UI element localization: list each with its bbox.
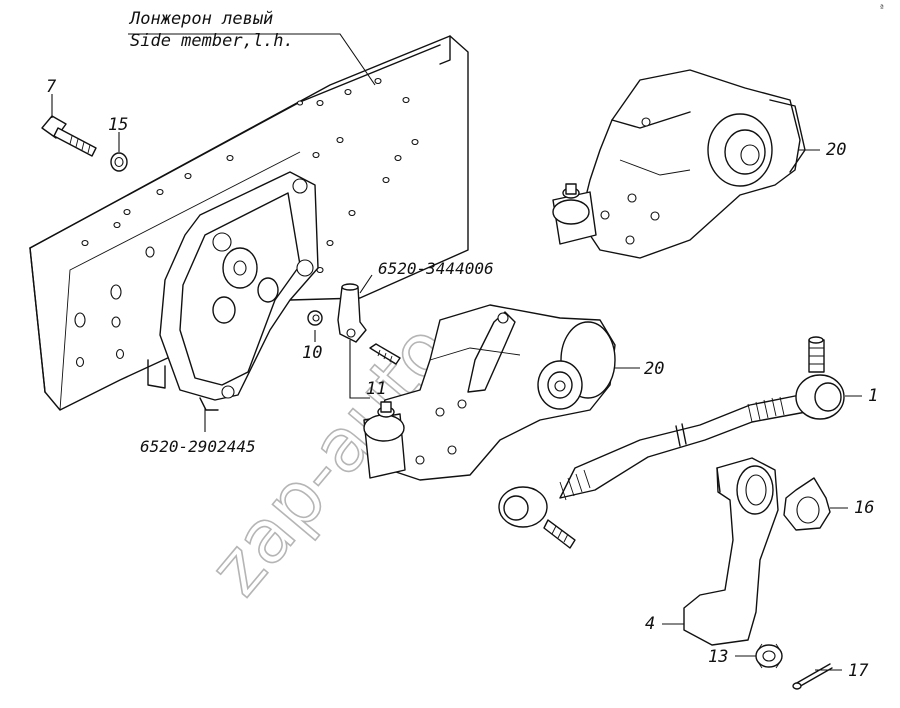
pitman-arm	[683, 457, 779, 646]
corner-mark: ª	[880, 3, 884, 12]
bolt-7	[41, 115, 97, 157]
leader-lines	[51, 33, 862, 671]
nut-10	[307, 310, 323, 326]
callout-16: 16	[854, 498, 874, 518]
steering-gear-upper	[552, 69, 806, 259]
callout-7: 7	[46, 77, 57, 97]
drag-link	[498, 336, 845, 549]
frame-title-en: Side member,l.h.	[130, 31, 294, 51]
frame-holes	[74, 77, 419, 368]
callout-20-upper: 20	[826, 140, 846, 160]
mounting-bracket	[147, 171, 319, 411]
cotter-pin	[792, 663, 833, 690]
part-number-bracket: 6520-2902445	[140, 437, 256, 456]
castle-nut	[755, 643, 783, 669]
frame-title-ru: Лонжерон левый	[128, 9, 273, 29]
lock-plate	[783, 477, 831, 531]
callout-15: 15	[108, 115, 128, 135]
washer-15	[110, 152, 128, 172]
callout-4: 4	[645, 614, 655, 634]
callout-1: 1	[868, 386, 878, 406]
steering-gear-lower	[363, 304, 616, 481]
callout-11: 11	[366, 379, 386, 399]
callout-17: 17	[848, 661, 869, 681]
part-number-clamp: 6520-3444006	[378, 259, 494, 278]
callout-13: 13	[708, 647, 728, 667]
callout-20-lower: 20	[644, 359, 664, 379]
callout-10: 10	[302, 343, 322, 363]
clamp-6520-3444006	[337, 283, 367, 343]
bolt-11	[369, 343, 401, 365]
